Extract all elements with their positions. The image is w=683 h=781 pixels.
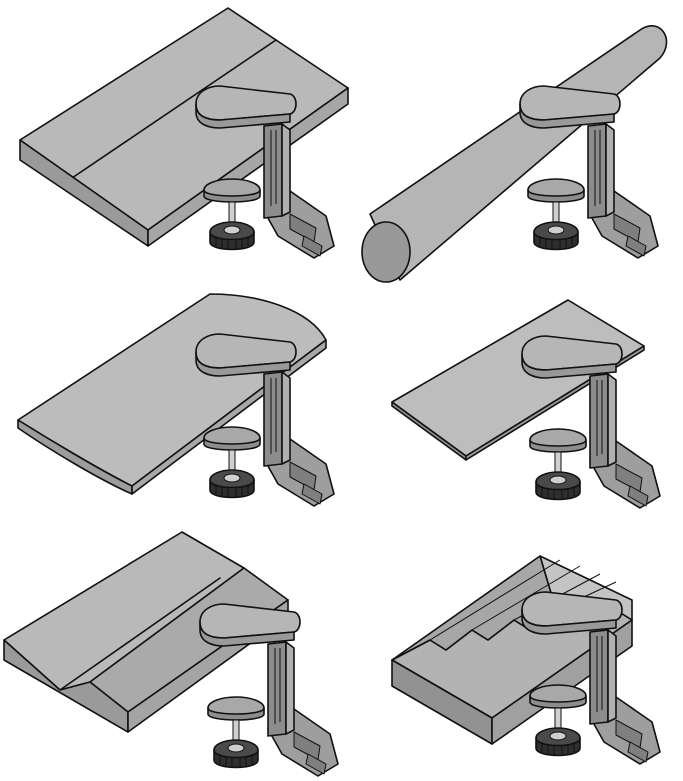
clamp-assembly: [519, 85, 659, 259]
panel-round-pipe: [361, 25, 668, 283]
clamp-assembly: [521, 335, 661, 509]
clamp-assembly: [199, 603, 339, 777]
pipe-end-cap: [361, 221, 411, 283]
slope-crease-line: [71, 39, 277, 179]
panel-grooved-block: [391, 555, 661, 765]
pipe-body: [369, 25, 668, 281]
panel-sloped-desk-edge: [19, 7, 349, 259]
panel-thin-plate: [391, 299, 661, 509]
panel-stepped-desk-edge: [3, 531, 339, 777]
groove-line: [59, 577, 221, 691]
panel-curved-desk-edge: [17, 293, 335, 507]
